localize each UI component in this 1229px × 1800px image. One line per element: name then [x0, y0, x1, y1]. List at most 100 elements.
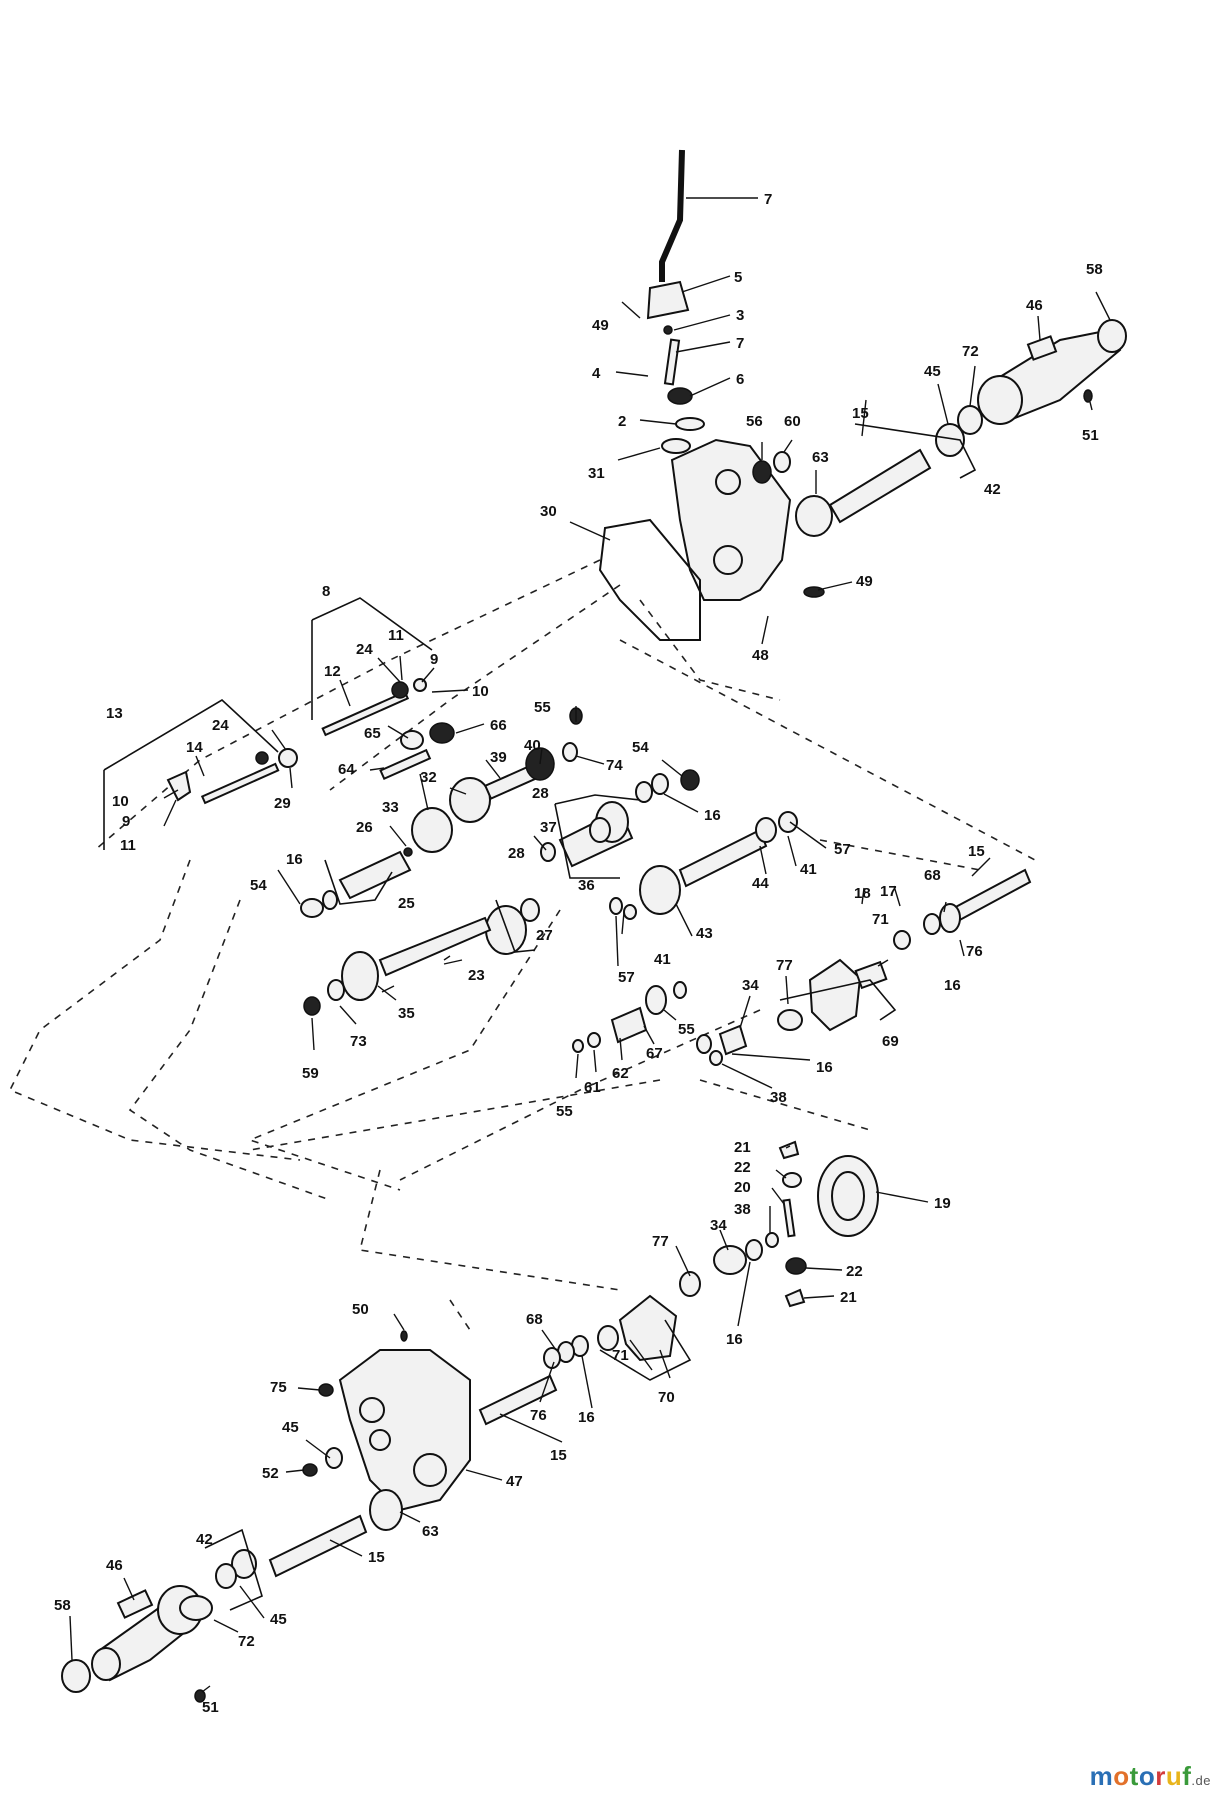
callout-label: 68 — [924, 867, 941, 884]
watermark-letter: o — [1113, 1761, 1130, 1791]
callout-label: 72 — [238, 1633, 255, 1650]
watermark-letter: m — [1089, 1761, 1114, 1791]
axle-upper — [828, 448, 932, 524]
callout-label: 50 — [352, 1301, 369, 1318]
watermark-letter: r — [1155, 1761, 1166, 1791]
callout-label: 15 — [852, 405, 869, 422]
callout-label: 58 — [1086, 261, 1103, 278]
callout-label: 33 — [382, 799, 399, 816]
callout-label: 27 — [536, 927, 553, 944]
callout-label: 22 — [846, 1263, 863, 1280]
callout-labels: 7 5 49 3 7 4 6 2 31 56 60 63 15 45 72 46… — [54, 191, 1103, 1716]
callout-label: 75 — [270, 1379, 287, 1396]
watermark-domain-suffix: .de — [1191, 1773, 1211, 1788]
callout-label: 21 — [840, 1289, 857, 1306]
snap-ring — [675, 417, 705, 431]
gasket — [598, 518, 701, 641]
gear-35 — [341, 951, 379, 1001]
site-watermark: motoruf.de — [1090, 1761, 1211, 1792]
callout-label: 25 — [398, 895, 415, 912]
callout-label: 22 — [734, 1159, 751, 1176]
callout-label: 28 — [508, 845, 525, 862]
callout-label: 38 — [734, 1201, 751, 1218]
callout-label: 28 — [532, 785, 549, 802]
callout-label: 7 — [736, 335, 744, 352]
shift-boot — [646, 280, 690, 320]
callout-label: 40 — [524, 737, 541, 754]
callout-label: 34 — [710, 1217, 727, 1234]
callout-label: 43 — [696, 925, 713, 942]
callout-label: 74 — [606, 757, 623, 774]
callout-label: 4 — [592, 365, 601, 382]
callout-label: 19 — [934, 1195, 951, 1212]
callout-label: 16 — [726, 1331, 743, 1348]
callout-label: 44 — [752, 875, 769, 892]
watermark-letter: f — [1182, 1761, 1192, 1791]
callout-label: 6 — [736, 371, 744, 388]
callout-label: 76 — [966, 943, 983, 960]
callout-label: 10 — [112, 793, 129, 810]
callout-label: 49 — [856, 573, 873, 590]
shaft-44 — [678, 828, 768, 888]
callout-label: 18 — [854, 885, 871, 902]
case-half-upper — [670, 438, 792, 601]
callout-label: 47 — [506, 1473, 523, 1490]
callout-label: 51 — [1082, 427, 1099, 444]
callout-label: 64 — [338, 761, 355, 778]
callout-label: 32 — [420, 769, 437, 786]
bearing-63-upper — [795, 495, 833, 537]
callout-label: 72 — [962, 343, 979, 360]
callout-label: 68 — [526, 1311, 543, 1328]
watermark-text: motoruf — [1090, 1761, 1192, 1791]
gear-32 — [449, 777, 491, 823]
callout-label: 24 — [212, 717, 229, 734]
callout-label: 14 — [186, 739, 203, 756]
case-half-lower — [338, 1349, 471, 1512]
callout-label: 51 — [202, 1699, 219, 1716]
callout-label: 76 — [530, 1407, 547, 1424]
group-brackets — [103, 423, 977, 1611]
callout-label: 21 — [734, 1139, 751, 1156]
callout-label: 58 — [54, 1597, 71, 1614]
watermark-letter: t — [1129, 1761, 1139, 1791]
callout-label: 36 — [578, 877, 595, 894]
callout-label: 52 — [262, 1465, 279, 1482]
callout-label: 69 — [882, 1033, 899, 1050]
callout-label: 16 — [286, 851, 303, 868]
callout-label: 62 — [612, 1065, 629, 1082]
callout-label: 3 — [736, 307, 744, 324]
callout-label: 7 — [764, 191, 772, 208]
washer — [663, 325, 673, 335]
callout-label: 55 — [678, 1021, 695, 1038]
callout-label: 59 — [302, 1065, 319, 1082]
callout-label: 30 — [540, 503, 557, 520]
callout-label: 24 — [356, 641, 373, 658]
alignment-lines — [8, 559, 1036, 1331]
watermark-letter: u — [1165, 1761, 1183, 1791]
callout-label: 5 — [734, 269, 742, 286]
callout-label: 54 — [632, 739, 649, 756]
callout-label: 16 — [578, 1409, 595, 1426]
callout-label: 77 — [776, 957, 793, 974]
callout-label: 41 — [800, 861, 817, 878]
callout-label: 39 — [490, 749, 507, 766]
callout-label: 73 — [350, 1033, 367, 1050]
callout-label: 49 — [592, 317, 609, 334]
callout-label: 9 — [122, 813, 130, 830]
callout-label: 71 — [872, 911, 889, 928]
callout-label: 57 — [834, 841, 851, 858]
callout-label: 2 — [618, 413, 626, 430]
callout-label: 16 — [816, 1059, 833, 1076]
callout-label: 61 — [584, 1079, 601, 1096]
callout-label: 48 — [752, 647, 769, 664]
callout-label: 11 — [388, 627, 404, 644]
gear-43 — [639, 865, 681, 915]
callout-label: 42 — [196, 1531, 213, 1548]
callout-label: 37 — [540, 819, 557, 836]
callout-label: 45 — [270, 1611, 287, 1628]
callout-label: 15 — [968, 843, 985, 860]
seal-31 — [661, 438, 691, 454]
callout-label: 66 — [490, 717, 507, 734]
callout-label: 45 — [924, 363, 941, 380]
